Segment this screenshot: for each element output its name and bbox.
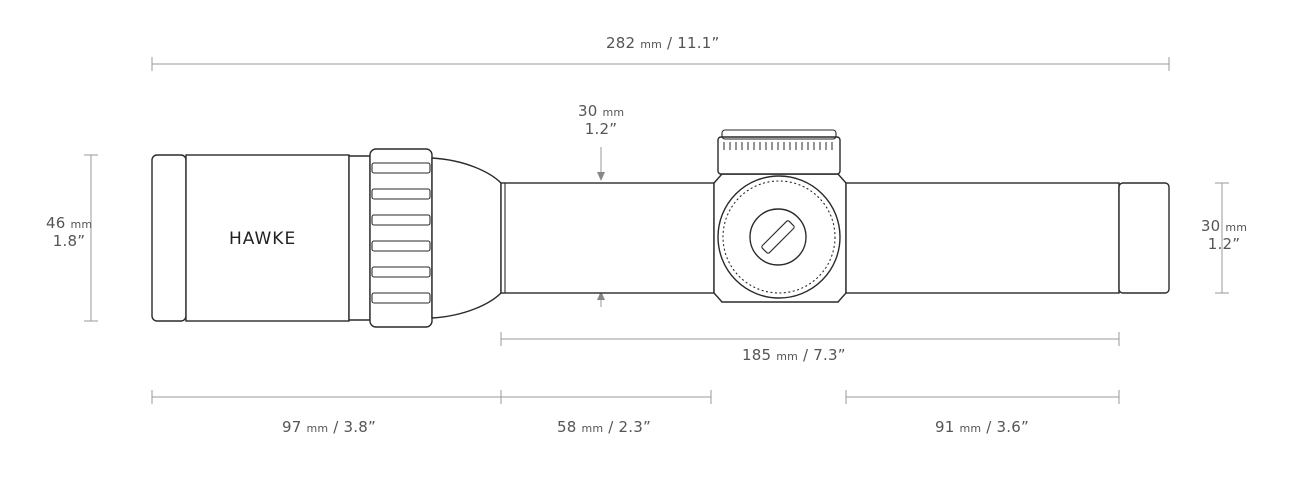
tube-length-line: [500, 332, 1120, 346]
tube-diameter-label: 30 mm 1.2”: [578, 102, 625, 138]
objective-diameter-line: [84, 154, 98, 322]
eyepiece-diameter-line: [1215, 182, 1229, 294]
overall-dimension-label: 282 mm / 11.1”: [606, 34, 720, 52]
power-ring: [369, 148, 433, 328]
section-lines: [151, 390, 1120, 404]
turret-cap: [749, 208, 807, 266]
rear-tube: [845, 182, 1120, 294]
objective-bell: [185, 154, 350, 322]
scope-body: [151, 129, 1170, 328]
tube-diameter-arrows: [597, 147, 605, 307]
mid-section-label: 58 mm / 2.3”: [557, 418, 651, 436]
eyepiece: [1118, 182, 1170, 294]
power-ring-grips: [371, 162, 431, 304]
main-tube: [500, 182, 715, 294]
brand-logo: HAWKE: [229, 229, 297, 249]
focus-ring: [348, 155, 371, 321]
overall-dimension-line: [151, 57, 1170, 71]
eyepiece-section-label: 91 mm / 3.6”: [935, 418, 1029, 436]
taper: [431, 157, 502, 319]
objective-cap: [151, 154, 187, 322]
elevation-turret-knurl: [723, 142, 833, 150]
objective-section-label: 97 mm / 3.8”: [282, 418, 376, 436]
eyepiece-diameter-label: 30 mm 1.2”: [1200, 217, 1248, 253]
tube-length-label: 185 mm / 7.3”: [742, 346, 846, 364]
objective-diameter-label: 46 mm 1.8”: [46, 214, 93, 250]
